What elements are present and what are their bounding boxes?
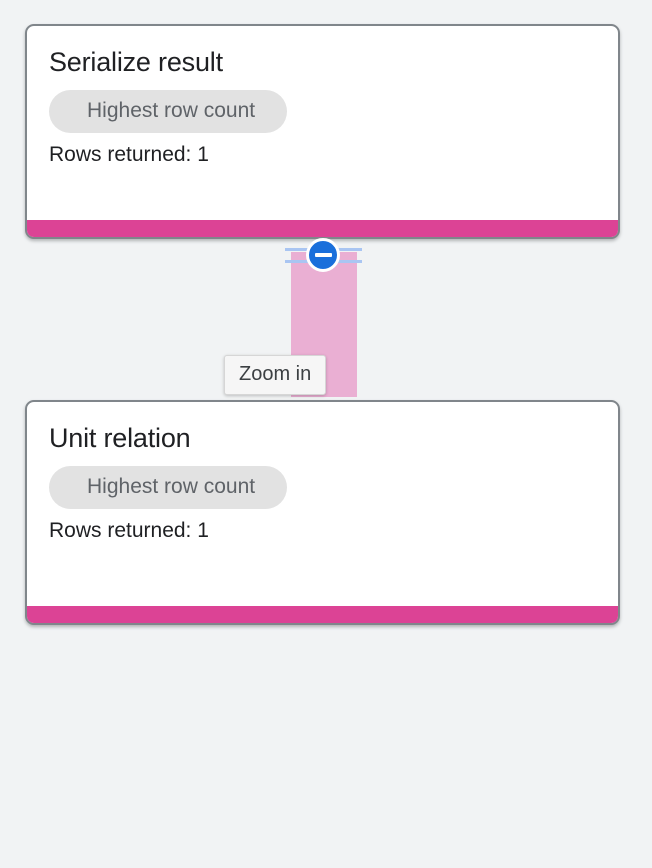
status-badge: Highest row count bbox=[49, 90, 288, 133]
plan-node-accent-bar bbox=[27, 606, 618, 623]
plan-node-card[interactable]: Serialize result Highest row count Rows … bbox=[25, 24, 620, 239]
plan-node-title: Serialize result bbox=[49, 47, 223, 77]
minus-circle-icon[interactable] bbox=[306, 238, 340, 272]
connector-rail-line bbox=[318, 260, 362, 263]
connector-rail-right bbox=[318, 248, 362, 263]
status-badge: Highest row count bbox=[49, 466, 288, 509]
plan-node-card[interactable]: Unit relation Highest row count Rows ret… bbox=[25, 400, 620, 625]
rows-returned-label: Rows returned: 1 bbox=[49, 519, 209, 542]
rows-returned-label: Rows returned: 1 bbox=[49, 143, 209, 166]
plan-node-accent-bar bbox=[27, 220, 618, 237]
plan-node-body: Unit relation Highest row count Rows ret… bbox=[27, 402, 618, 544]
plan-node-title: Unit relation bbox=[49, 423, 191, 453]
plan-node-body: Serialize result Highest row count Rows … bbox=[27, 26, 618, 168]
minus-bar-glyph bbox=[314, 253, 332, 257]
zoom-in-tooltip: Zoom in bbox=[224, 355, 327, 395]
connector-rail-line bbox=[318, 248, 362, 251]
